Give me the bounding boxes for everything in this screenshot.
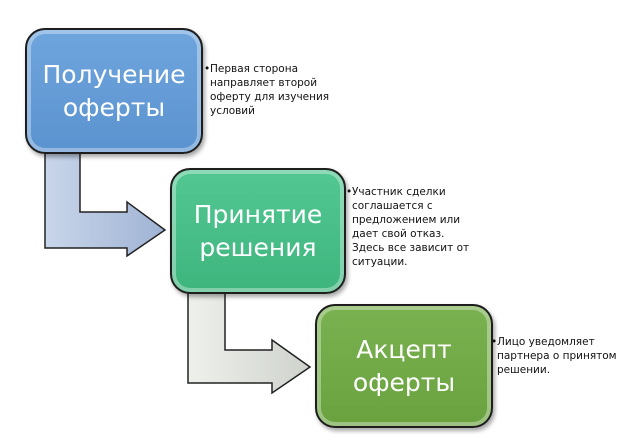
step-title: Получение оферты <box>42 60 186 122</box>
step-title: Акцепт оферты <box>352 335 456 397</box>
step-box-acceptance: Акцепт оферты <box>315 304 493 428</box>
arrow-step2-to-step3 <box>187 289 312 395</box>
step-note: •Лицо уведомляет партнера о принятом реш… <box>491 335 622 377</box>
bullet-icon: • <box>491 336 498 348</box>
note-text: Первая сторона направляет второй оферту … <box>210 63 330 117</box>
bullet-icon: • <box>204 63 211 75</box>
step-box-decision: Принятие решения <box>170 168 346 294</box>
note-text: Лицо уведомляет партнера о принятом реше… <box>497 336 617 376</box>
note-text: Участник сделки соглашается с предложени… <box>352 186 470 268</box>
arrow-step1-to-step2 <box>44 149 167 258</box>
step-box-offer-receipt: Получение оферты <box>25 28 203 154</box>
step-title: Принятие решения <box>193 200 323 262</box>
step-note: •Первая сторона направляет второй оферту… <box>204 62 350 118</box>
bullet-icon: • <box>346 186 353 198</box>
step-note: •Участник сделки соглашается с предложен… <box>346 185 477 269</box>
